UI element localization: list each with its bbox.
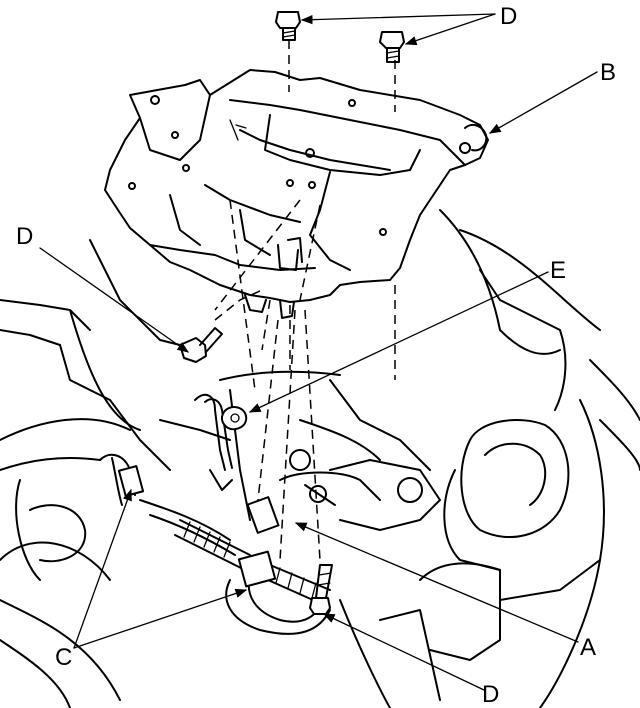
callout-label-e: E	[550, 257, 566, 284]
bolt-top-left	[275, 11, 301, 41]
assembly-guide-lines	[214, 40, 396, 561]
leader-lines	[39, 13, 598, 691]
bolt-lower	[309, 564, 333, 615]
bolt-top-right	[379, 31, 405, 63]
callout-label-b: B	[600, 59, 616, 86]
mounting-bracket	[104, 69, 489, 319]
callout-label-d-bottom: D	[482, 681, 499, 708]
bolt-left	[179, 327, 223, 363]
nut-e	[220, 406, 248, 431]
callout-label-a: A	[580, 634, 596, 661]
callout-label-c: C	[55, 644, 72, 671]
callout-label-d-left: D	[16, 223, 33, 250]
callout-label-d-top: D	[500, 3, 517, 30]
